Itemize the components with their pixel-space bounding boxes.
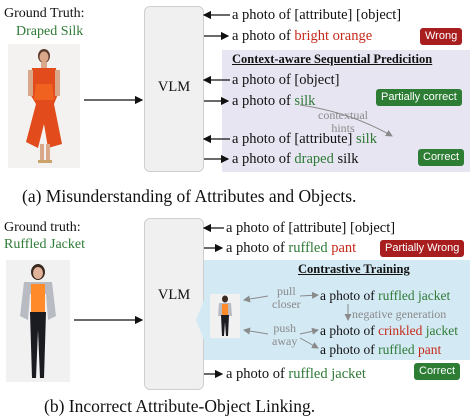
ground-truth-label-a: Ground Truth: xyxy=(4,6,85,21)
contrastive-row-1: a photo of ruffled jacket xyxy=(320,288,451,303)
photo-ruffled-jacket xyxy=(6,260,70,382)
badge-correct-a: Correct xyxy=(418,149,465,166)
photo-draped-silk-dress xyxy=(8,44,80,168)
badge-partially-wrong: Partially Wrong xyxy=(380,240,465,257)
ground-truth-value-b: Ruffled Jacket xyxy=(4,237,85,252)
arrow-push-right xyxy=(299,327,319,335)
prompt-row-b1: a photo of [attribute] [object] xyxy=(226,220,396,236)
contrastive-panel xyxy=(204,260,470,360)
context-aware-title: Context-aware Sequential Predicition xyxy=(232,52,433,66)
prompt-row-b3: a photo of ruffled jacket xyxy=(226,366,366,382)
prompt-row-a6: a photo of draped silk xyxy=(232,151,359,167)
panel-callout xyxy=(196,300,204,340)
arrow-push-right-2 xyxy=(299,337,319,349)
negative-generation-label: negative generation xyxy=(352,307,447,321)
ground-truth-label-b: Ground truth: xyxy=(4,220,81,235)
contrastive-row-2: a photo of crinkled jacket xyxy=(320,323,458,338)
photo-ruffled-jacket-small xyxy=(210,294,240,338)
wrong-attribute: bright orange xyxy=(294,28,373,44)
prompt-row-b2: a photo of ruffled pant xyxy=(226,240,357,256)
arrow-contextual-hint xyxy=(299,104,393,137)
arrow-pull-right xyxy=(299,291,319,299)
contrastive-row-3: a photo of ruffled pant xyxy=(320,342,442,357)
arrow-push-left xyxy=(243,327,269,335)
vlm-box-a: VLM xyxy=(144,6,204,172)
caption-b: (b) Incorrect Attribute-Object Linking. xyxy=(44,396,316,416)
caption-a: (a) Misunderstanding of Attributes and O… xyxy=(22,186,357,206)
arrow-pull-left xyxy=(243,295,269,303)
ground-truth-value-a: Draped Silk xyxy=(16,24,84,39)
badge-wrong: Wrong xyxy=(420,28,463,45)
prompt-row-a5: a photo of [attribute] silk xyxy=(232,131,377,147)
badge-correct-b: Correct xyxy=(414,363,461,380)
prompt-row-a3: a photo of [object] xyxy=(232,72,340,88)
prompt-row-a4: a photo of silk xyxy=(232,93,316,109)
contrastive-title: Contrastive Training xyxy=(298,262,410,276)
prompt-row-a1: a photo of [attribute] [object] xyxy=(232,7,402,23)
badge-partially-correct: Partially correct xyxy=(376,89,462,106)
vlm-label-a: VLM xyxy=(157,79,191,95)
vlm-label-b: VLM xyxy=(157,287,191,303)
prompt-row-a2: a photo of bright orange xyxy=(232,28,373,44)
